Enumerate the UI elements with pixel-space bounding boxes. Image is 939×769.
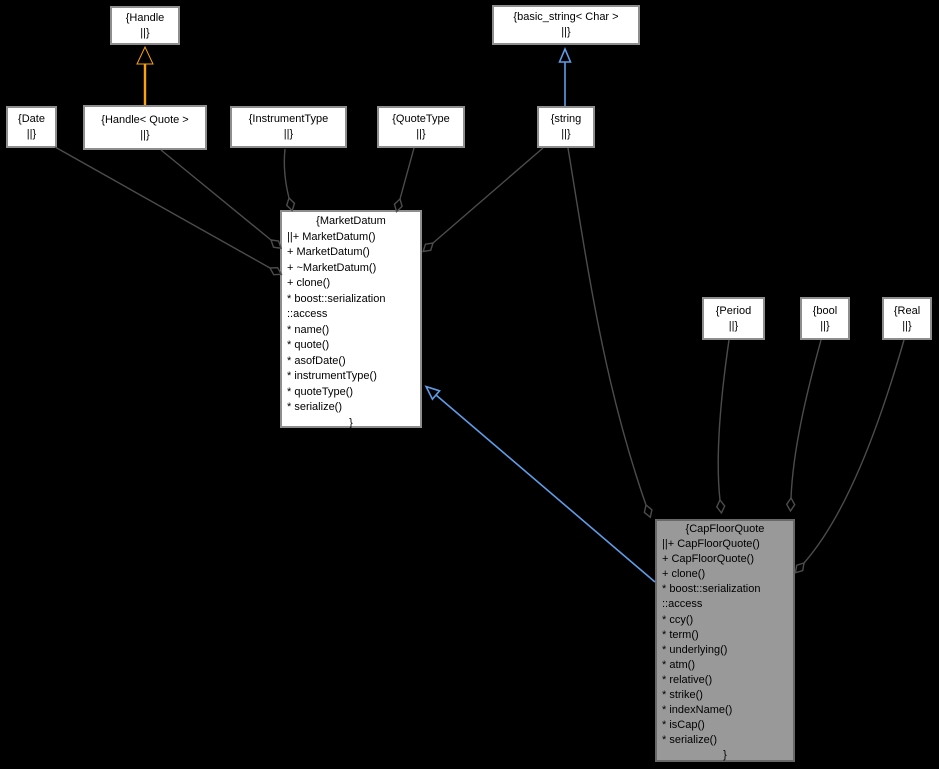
member-line: + ~MarketDatum(): [287, 261, 377, 274]
node-market-datum[interactable]: {MarketDatum ||+ MarketDatum() + MarketDa…: [280, 210, 422, 429]
member-line: + clone(): [662, 568, 706, 581]
node-label: ||}: [728, 319, 739, 332]
node-instrument-type[interactable]: {InstrumentType ||}: [230, 106, 347, 148]
node-label: {Handle: [125, 11, 165, 24]
edge-real-capfloorquote: [804, 339, 905, 563]
member-line: * relative(): [662, 673, 713, 686]
member-line: * indexName(): [662, 704, 733, 717]
node-real[interactable]: {Real ||}: [882, 297, 932, 340]
node-bool[interactable]: {bool ||}: [800, 297, 850, 340]
node-label: ||}: [820, 319, 830, 332]
node-label: {bool: [812, 304, 838, 317]
node-title: {MarketDatum: [316, 215, 386, 227]
edge-string-capfloorquote: [567, 147, 646, 505]
edge-bool-capfloorquote: [791, 339, 822, 498]
node-cap-floor-quote[interactable]: {CapFloorQuote ||+ CapFloorQuote() + CapF…: [655, 519, 795, 762]
node-handle-quote[interactable]: {Handle< Quote > ||}: [83, 105, 207, 150]
node-footer: }: [723, 749, 727, 762]
member-line: + clone(): [287, 277, 331, 289]
node-period[interactable]: {Period ||}: [702, 297, 765, 340]
member-line: * quote(): [287, 339, 330, 351]
edge-period-capfloorquote: [718, 339, 730, 500]
node-quote-type[interactable]: {QuoteType ||}: [377, 106, 465, 148]
member-line: * serialize(): [662, 734, 718, 747]
member-line: * serialize(): [287, 401, 343, 413]
member-line: * boost::serialization: [287, 292, 386, 305]
member-line: * instrumentType(): [287, 370, 377, 382]
edge-instrumenttype-marketdatum: [283, 148, 289, 198]
node-title: {CapFloorQuote: [685, 523, 765, 535]
member-line: * strike(): [662, 689, 703, 702]
member-line: + MarketDatum(): [287, 246, 370, 258]
node-footer: }: [349, 416, 353, 429]
node-label: {string: [550, 113, 582, 125]
node-label: {Handle< Quote >: [101, 113, 189, 126]
node-label: {QuoteType: [392, 113, 450, 125]
node-label: ||}: [283, 128, 294, 140]
member-line: + CapFloorQuote(): [662, 553, 755, 566]
member-line: ::access: [662, 598, 703, 611]
edge-handlequote-marketdatum: [160, 149, 271, 240]
node-label: ||}: [561, 128, 571, 140]
node-label: ||}: [902, 319, 912, 332]
member-line: ||+ MarketDatum(): [287, 230, 376, 243]
edge-date-marketdatum: [54, 146, 270, 268]
member-list: ||+ CapFloorQuote() + CapFloorQuote() + cl…: [657, 537, 793, 748]
node-string[interactable]: {string ||}: [537, 106, 595, 148]
member-line: * quoteType(): [287, 385, 354, 398]
node-label: ||}: [140, 128, 150, 141]
member-line: * term(): [662, 628, 699, 641]
member-line: ||+ CapFloorQuote(): [662, 538, 760, 551]
edge-string-marketdatum: [433, 147, 544, 243]
node-handle[interactable]: {Handle ||}: [110, 6, 180, 45]
node-label: {InstrumentType: [248, 113, 329, 125]
node-label: ||}: [561, 26, 571, 38]
node-date[interactable]: {Date ||}: [6, 106, 57, 148]
edge-quotetype-marketdatum: [400, 147, 415, 199]
member-line: * ccy(): [662, 613, 694, 626]
node-label: ||}: [416, 128, 426, 140]
node-label: {Real: [893, 304, 921, 317]
member-list: ||+ MarketDatum() + MarketDatum() + ~Marke…: [282, 230, 420, 416]
member-line: * isCap(): [662, 719, 705, 732]
member-line: * boost::serialization: [662, 583, 761, 596]
node-label: {Period: [715, 304, 752, 317]
edge-capfloorquote-marketdatum-inheritance: [436, 395, 656, 583]
member-line: * atm(): [662, 658, 695, 671]
node-label: ||}: [140, 26, 150, 39]
member-line: * underlying(): [662, 643, 728, 656]
node-basic-string[interactable]: {basic_string< Char > ||}: [492, 5, 640, 45]
member-line: * name(): [287, 323, 330, 336]
member-line: * asofDate(): [287, 354, 346, 367]
node-label: {basic_string< Char >: [513, 11, 619, 23]
node-label: {Date: [18, 113, 45, 125]
member-line: ::access: [287, 308, 328, 320]
node-label: ||}: [26, 128, 37, 140]
